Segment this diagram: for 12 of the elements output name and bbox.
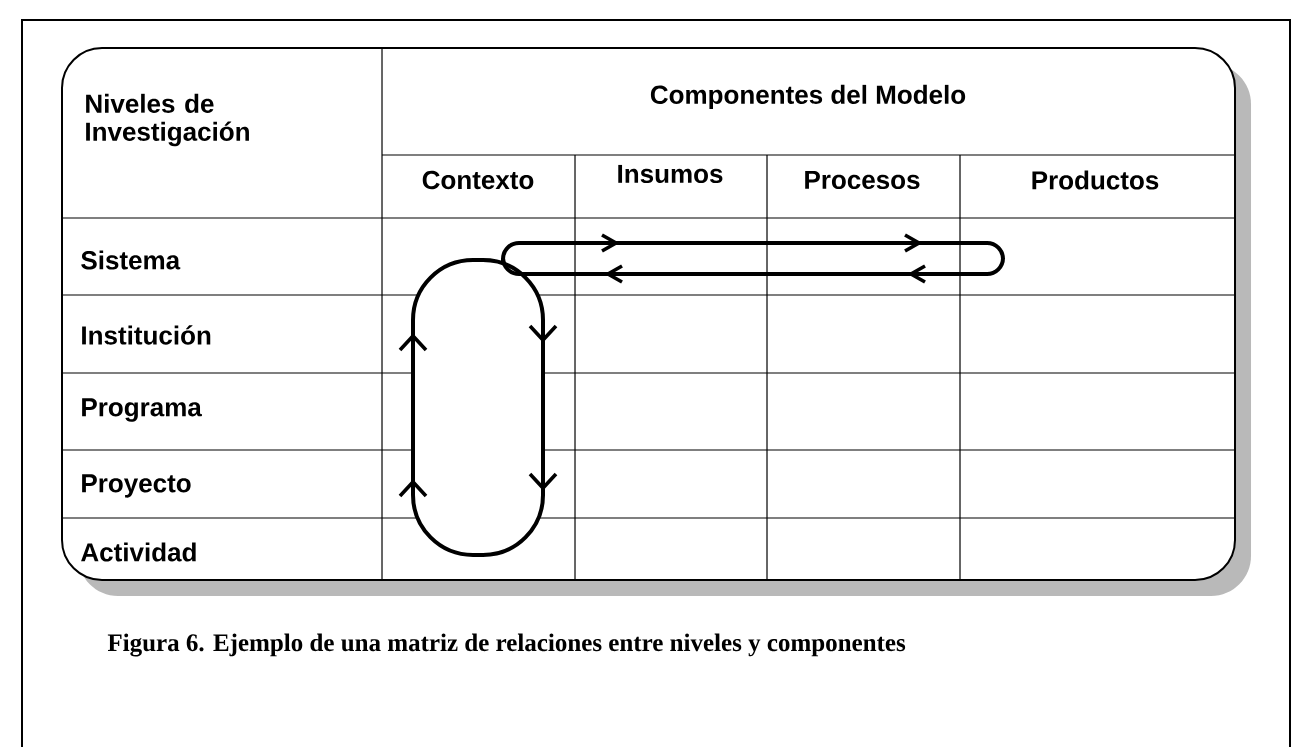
- row-header-title: Niveles de Investigación: [86, 93, 249, 147]
- column-header: Productos: [1032, 170, 1159, 190]
- row-header: Actividad: [81, 542, 196, 562]
- column-header: Procesos: [805, 170, 920, 190]
- row-header: Institución: [82, 325, 211, 345]
- row-header: Sistema: [81, 250, 181, 270]
- column-header: Insumos: [618, 164, 723, 184]
- figure-caption: Figura 6. Ejemplo de una matriz de relaciones entre niveles y componentes: [107, 633, 906, 657]
- row-header: Proyecto: [82, 474, 191, 498]
- row-header: Programa: [82, 398, 202, 422]
- column-header: Contexto: [422, 170, 534, 190]
- column-header-title: Componentes del Modelo: [650, 84, 966, 110]
